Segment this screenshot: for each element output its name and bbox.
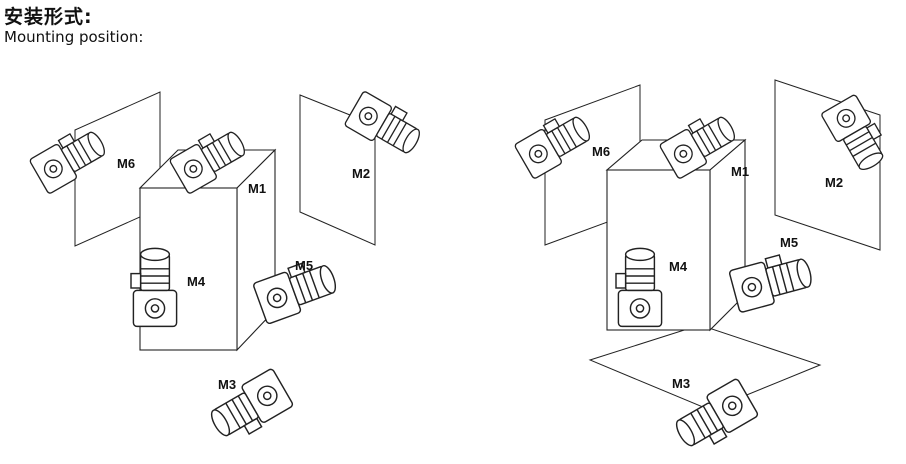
gear-motor-m2 xyxy=(344,91,420,154)
label-m4: M4 xyxy=(669,259,688,274)
gear-motor-m3 xyxy=(675,378,759,447)
label-m1: M1 xyxy=(731,164,749,179)
title-english: Mounting position: xyxy=(4,28,144,46)
label-m2: M2 xyxy=(825,175,843,190)
label-m6: M6 xyxy=(117,156,135,171)
label-m3: M3 xyxy=(218,377,236,392)
plane-m3 xyxy=(588,324,822,411)
cube xyxy=(605,138,747,332)
gear-motor-m3 xyxy=(210,368,294,437)
title-chinese: 安装形式: xyxy=(4,6,93,28)
gear-motor-m4 xyxy=(615,247,663,328)
gear-motor-m5 xyxy=(728,254,812,313)
gear-motor-m5 xyxy=(253,262,337,325)
gear-motor-m4 xyxy=(130,247,178,328)
label-m2: M2 xyxy=(352,166,370,181)
label-m5: M5 xyxy=(295,258,313,273)
label-m3: M3 xyxy=(672,376,690,391)
gear-motor-m6 xyxy=(514,116,590,179)
gear-motor-m6 xyxy=(29,131,105,194)
label-m6: M6 xyxy=(592,144,610,159)
label-m1: M1 xyxy=(248,181,266,196)
right-diagram: M6 M1 M2 M4 M5 M3 xyxy=(514,79,884,447)
gear-motor-m1 xyxy=(659,116,735,179)
left-diagram: M6 M1 M2 M4 M5 M3 xyxy=(29,91,420,437)
gear-motor-m1 xyxy=(169,131,245,194)
gear-motor-m2 xyxy=(821,94,884,170)
label-m4: M4 xyxy=(187,274,206,289)
label-m5: M5 xyxy=(780,235,798,250)
